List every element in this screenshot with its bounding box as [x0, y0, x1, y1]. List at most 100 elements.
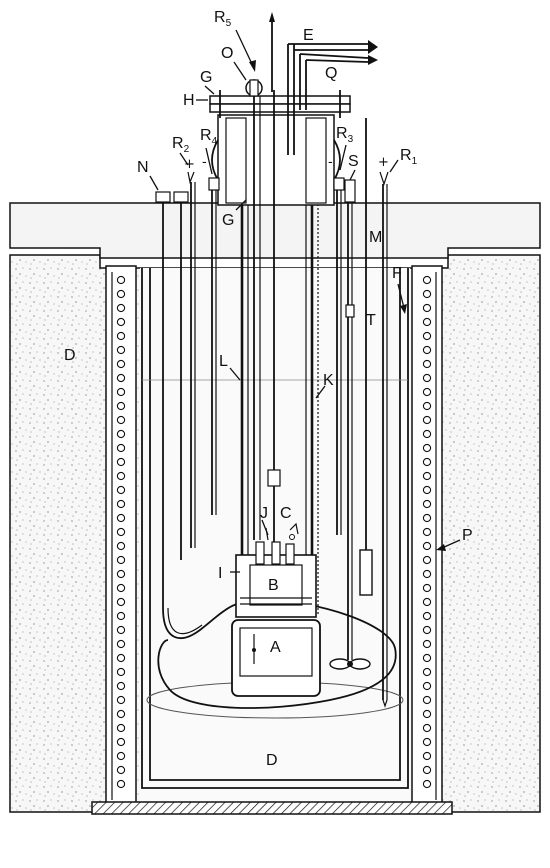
coil-turn — [422, 275, 432, 285]
coil-turn — [422, 345, 432, 355]
coil-turn — [116, 611, 126, 621]
coil-turn — [116, 471, 126, 481]
coil-turn — [116, 331, 126, 341]
label-r2: R2 — [172, 135, 190, 155]
shaft-coupling — [267, 469, 281, 487]
coil-turn — [116, 289, 126, 299]
stirrer-propeller — [329, 658, 371, 670]
label-r4: R4 — [200, 127, 218, 147]
coil-turn — [422, 387, 432, 397]
coil-turn — [116, 779, 126, 789]
terminal-posts-n — [155, 191, 189, 608]
coil-turn — [422, 653, 432, 663]
label-h: H — [183, 92, 195, 109]
sign-r3-minus: - — [328, 155, 333, 170]
label-o: O — [221, 45, 233, 62]
coil-turn — [422, 737, 432, 747]
coil-turn — [422, 415, 432, 425]
coil-turn — [116, 513, 126, 523]
coil-turn — [116, 317, 126, 327]
coil-turn — [116, 751, 126, 761]
label-m: M — [369, 229, 382, 246]
coil-turn — [116, 457, 126, 467]
coil-turn — [422, 597, 432, 607]
sign-r4-minus: - — [202, 155, 207, 170]
coil-turn — [422, 527, 432, 537]
upper-housing — [211, 114, 341, 206]
coil-turn — [422, 401, 432, 411]
coil-turn — [422, 695, 432, 705]
heater-coil-turns — [116, 275, 432, 789]
coil-turn — [116, 387, 126, 397]
coil-turn — [116, 597, 126, 607]
coil-turn — [422, 513, 432, 523]
coil-turn — [422, 485, 432, 495]
coil-turn — [422, 723, 432, 733]
top-rod-tip — [269, 12, 275, 22]
label-r3: R3 — [336, 125, 354, 145]
label-j: J — [260, 505, 268, 522]
coil-turn — [422, 779, 432, 789]
coil-turn — [116, 723, 126, 733]
coil-turn — [116, 695, 126, 705]
label-n: N — [137, 159, 149, 176]
coil-turn — [116, 541, 126, 551]
coil-turn — [422, 443, 432, 453]
coil-turn — [422, 289, 432, 299]
coil-turn — [422, 583, 432, 593]
coil-turn — [422, 457, 432, 467]
coil-turn — [422, 499, 432, 509]
sign-r2-plus: + — [184, 157, 195, 172]
coil-turn — [422, 709, 432, 719]
label-r1: R1 — [400, 147, 418, 167]
coil-turn — [116, 709, 126, 719]
coil-turn — [422, 331, 432, 341]
cell-b — [235, 522, 317, 618]
label-d-left: D — [64, 347, 76, 364]
label-d-bottom: D — [266, 752, 278, 769]
lead-r4 — [208, 177, 220, 515]
coil-turn — [116, 443, 126, 453]
base-plate — [91, 801, 453, 815]
coil-turn — [116, 639, 126, 649]
coil-turn — [422, 625, 432, 635]
coil-turn — [116, 625, 126, 635]
coil-turn — [116, 373, 126, 383]
label-l: L — [219, 353, 228, 370]
label-c: C — [280, 505, 292, 522]
knob-o — [245, 79, 263, 97]
coil-turn — [116, 583, 126, 593]
lead-r1 — [379, 171, 389, 708]
coil-turn — [116, 415, 126, 425]
flange-h — [209, 90, 351, 118]
dewar-vessel — [141, 268, 409, 789]
label-b: B — [268, 577, 279, 594]
coil-turn — [422, 639, 432, 649]
label-k: K — [323, 372, 334, 389]
coil-turn — [116, 429, 126, 439]
coil-turn — [116, 345, 126, 355]
label-s: S — [348, 153, 359, 170]
central-tube-assembly — [240, 200, 319, 615]
coil-turn — [422, 373, 432, 383]
leader-lines — [149, 29, 461, 573]
coil-turn — [116, 737, 126, 747]
label-a: A — [270, 639, 281, 656]
label-q: Q — [325, 65, 337, 82]
coil-turn — [116, 765, 126, 775]
label-e: E — [303, 27, 314, 44]
coil-turn — [422, 611, 432, 621]
coil-turn — [116, 555, 126, 565]
coil-turn — [422, 303, 432, 313]
coil-turn — [116, 359, 126, 369]
label-t: T — [366, 312, 376, 329]
labels: R5 O E Q G H R2 R4 N G R3 S R1 M F T D L… — [64, 9, 473, 769]
label-g-lower: G — [222, 212, 234, 229]
coil-turn — [422, 429, 432, 439]
coil-turn — [116, 499, 126, 509]
coil-turn — [422, 681, 432, 691]
label-i: I — [218, 565, 222, 582]
lid-slab — [9, 202, 541, 259]
coil-turn — [422, 359, 432, 369]
